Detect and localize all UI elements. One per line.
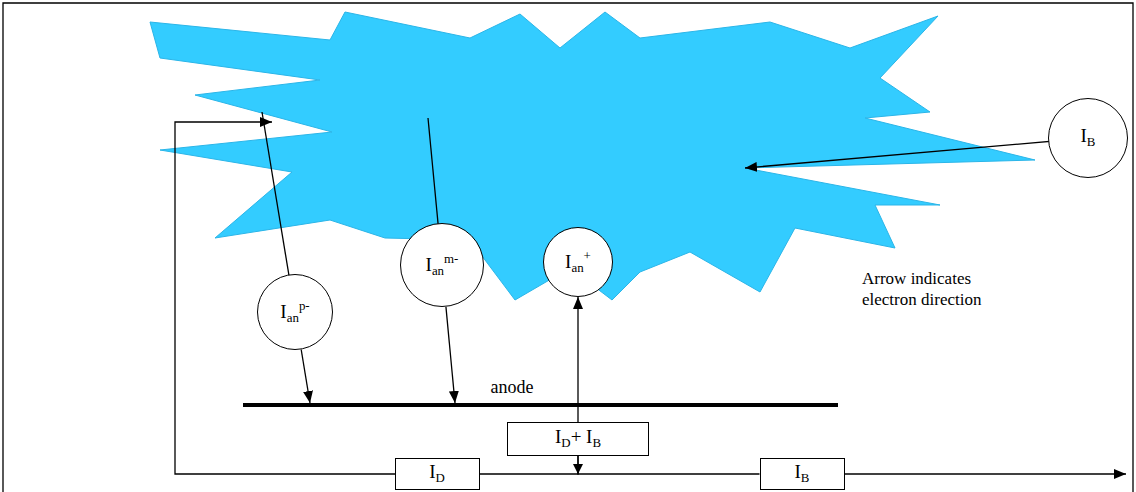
subscript: D bbox=[436, 470, 445, 485]
superscript: + bbox=[584, 248, 591, 263]
current-meter-circle: IB bbox=[1048, 98, 1128, 178]
part-name: anode bbox=[491, 378, 534, 398]
electrode-region bbox=[150, 12, 1035, 300]
subscript: an bbox=[432, 263, 444, 278]
current-symbol: IB bbox=[1081, 126, 1096, 149]
current-box: ID+ IB bbox=[507, 422, 649, 456]
subscript: an bbox=[287, 310, 299, 325]
text-run: I bbox=[280, 301, 286, 322]
current-symbol: Ianm- bbox=[426, 252, 459, 278]
current-symbol: IB bbox=[795, 462, 810, 485]
current-arrow bbox=[745, 138, 1088, 168]
subscript: B bbox=[801, 470, 810, 485]
text-run: I bbox=[1081, 125, 1087, 146]
output-wire bbox=[802, 473, 1126, 474]
current-meter-circle: Ianm- bbox=[400, 223, 484, 307]
current-box: IB bbox=[760, 458, 845, 490]
current-box: ID bbox=[395, 458, 480, 490]
current-symbol: ID bbox=[429, 462, 445, 485]
current-symbol: Ianp- bbox=[280, 299, 309, 325]
text-run: I bbox=[426, 254, 432, 275]
current-meter-circle: Ianp- bbox=[257, 274, 333, 350]
current-connector bbox=[480, 456, 579, 474]
text-run: + I bbox=[571, 426, 593, 447]
superscript: m- bbox=[444, 251, 458, 266]
text-run: I bbox=[555, 426, 561, 447]
anode-bar: anode bbox=[243, 403, 838, 407]
subscript: B bbox=[1087, 134, 1096, 149]
subscript: D bbox=[561, 435, 570, 450]
current-connector bbox=[301, 349, 310, 403]
return-wire bbox=[175, 122, 437, 474]
current-connector bbox=[446, 307, 455, 403]
subscript: B bbox=[592, 435, 601, 450]
superscript: p- bbox=[299, 298, 310, 313]
note-text: Arrow indicates electron direction bbox=[862, 268, 1027, 311]
current-connector bbox=[578, 456, 760, 474]
text-run: I bbox=[565, 251, 571, 272]
subscript: an bbox=[571, 260, 583, 275]
text-run: I bbox=[429, 461, 435, 482]
current-meter-circle: Ian+ bbox=[543, 227, 613, 297]
current-symbol: ID+ IB bbox=[555, 427, 601, 450]
frame-border bbox=[3, 3, 1133, 492]
current-symbol: Ian+ bbox=[565, 249, 591, 275]
text-run: I bbox=[795, 461, 801, 482]
